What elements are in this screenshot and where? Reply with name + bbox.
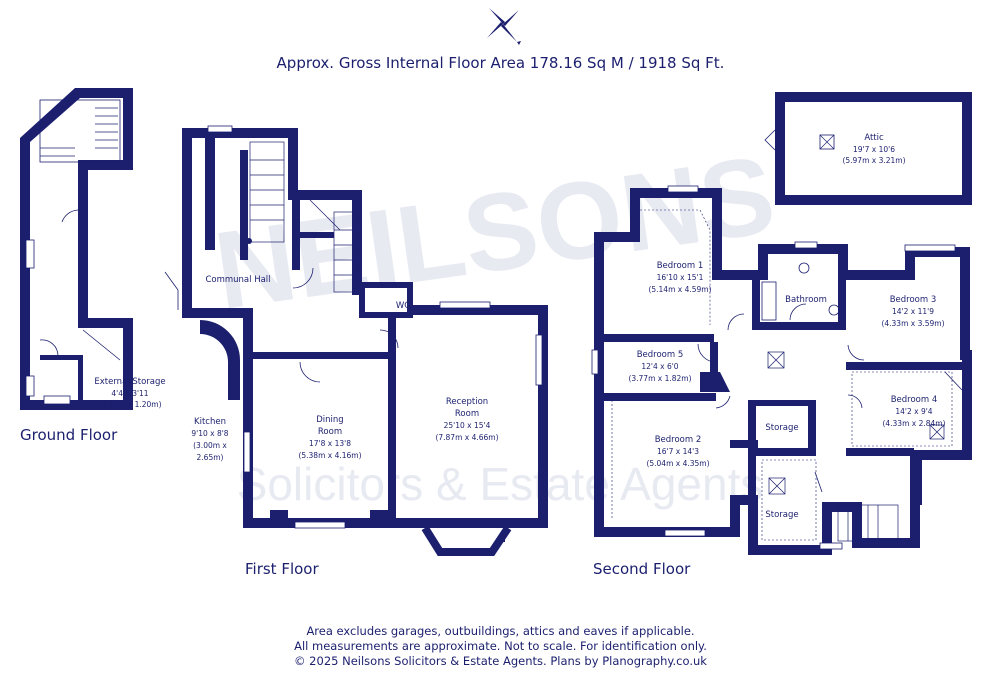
room-metric-bedroom5: (3.77m x 1.82m) bbox=[628, 374, 691, 383]
room-dims-bedroom2: 16'7 x 14'3 bbox=[657, 447, 699, 456]
room-label-storage1: Storage bbox=[765, 423, 798, 433]
room-label-bathroom: Bathroom bbox=[785, 295, 827, 305]
disclaimer-line-1: Area excludes garages, outbuildings, att… bbox=[306, 624, 695, 638]
disclaimer-line-2: All measurements are approximate. Not to… bbox=[294, 639, 707, 653]
room-metric-kitchen-b: 2.65m) bbox=[197, 453, 224, 462]
room-metric-kitchen-a: (3.00m x bbox=[193, 441, 227, 450]
room-dims-reception: 25'10 x 15'4 bbox=[444, 421, 491, 430]
room-label-bedroom4: Bedroom 4 bbox=[891, 395, 938, 405]
watermark-text: Solicitors & Estate Agents bbox=[237, 458, 764, 510]
room-label-bedroom5: Bedroom 5 bbox=[637, 350, 684, 360]
room-dims-external-storage: 4'4 x 3'11 bbox=[111, 389, 148, 398]
room-label-bedroom3: Bedroom 3 bbox=[890, 295, 937, 305]
room-label-external-storage: External Storage bbox=[94, 377, 165, 387]
disclaimer: Area excludes garages, outbuildings, att… bbox=[0, 624, 1001, 669]
room-dims-bedroom3: 14'2 x 11'9 bbox=[892, 307, 934, 316]
floor-label-first: First Floor bbox=[245, 560, 319, 578]
second-floor-plan bbox=[591, 185, 972, 555]
room-label-reception-b: Room bbox=[455, 409, 479, 419]
room-metric-attic: (5.97m x 3.21m) bbox=[842, 156, 905, 165]
room-label-dining-b: Room bbox=[318, 427, 342, 437]
disclaimer-line-3: © 2025 Neilsons Solicitors & Estate Agen… bbox=[294, 654, 707, 668]
room-label-bedroom2: Bedroom 2 bbox=[655, 435, 702, 445]
room-label-dining-a: Dining bbox=[316, 415, 343, 425]
room-dims-kitchen: 9'10 x 8'8 bbox=[191, 429, 228, 438]
room-metric-bedroom4: (4.33m x 2.84m) bbox=[882, 419, 945, 428]
room-metric-bedroom3: (4.33m x 3.59m) bbox=[881, 319, 944, 328]
room-metric-bedroom2: (5.04m x 4.35m) bbox=[646, 459, 709, 468]
room-metric-external-storage: (1.31m x 1.20m) bbox=[98, 400, 161, 409]
floor-area-title: Approx. Gross Internal Floor Area 178.16… bbox=[276, 54, 725, 72]
compass-rose-icon bbox=[487, 8, 521, 45]
room-label-bedroom1: Bedroom 1 bbox=[657, 261, 704, 271]
room-dims-bedroom1: 16'10 x 15'1 bbox=[657, 273, 704, 282]
room-dims-bedroom5: 12'4 x 6'0 bbox=[641, 362, 678, 371]
room-metric-reception: (7.87m x 4.66m) bbox=[435, 433, 498, 442]
room-label-communal-hall: Communal Hall bbox=[205, 275, 270, 285]
attic-plan bbox=[764, 92, 972, 205]
room-metric-bedroom1: (5.14m x 4.59m) bbox=[648, 285, 711, 294]
room-metric-dining: (5.38m x 4.16m) bbox=[298, 451, 361, 460]
floor-label-ground: Ground Floor bbox=[20, 426, 118, 444]
room-label-attic: Attic bbox=[864, 133, 884, 143]
ground-floor-plan bbox=[20, 88, 133, 410]
floor-label-second: Second Floor bbox=[593, 560, 691, 578]
room-label-storage2: Storage bbox=[765, 510, 798, 520]
room-label-reception-a: Reception bbox=[446, 397, 488, 407]
room-dims-attic: 19'7 x 10'6 bbox=[853, 145, 895, 154]
room-dims-bedroom4: 14'2 x 9'4 bbox=[895, 407, 932, 416]
room-label-kitchen: Kitchen bbox=[194, 417, 226, 427]
room-label-wc: WC bbox=[396, 301, 410, 311]
room-dims-dining: 17'8 x 13'8 bbox=[309, 439, 351, 448]
first-floor-plan bbox=[164, 125, 548, 556]
